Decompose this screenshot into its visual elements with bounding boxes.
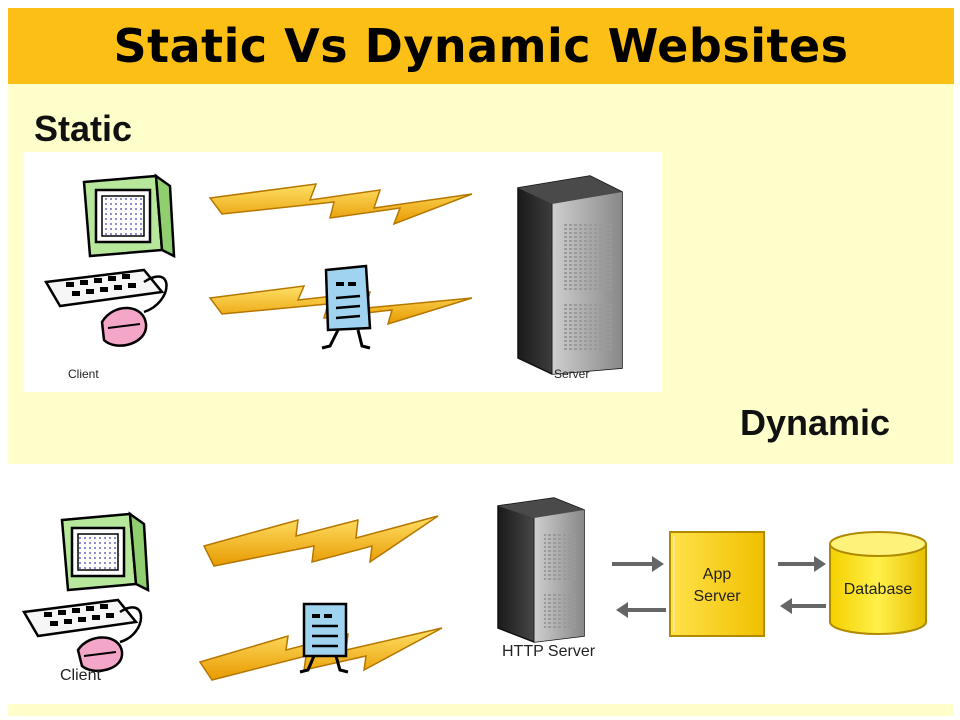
slide-title: Static Vs Dynamic Websites [113, 19, 849, 73]
app-server-label-line2: Server [693, 588, 741, 605]
title-bar: Static Vs Dynamic Websites [8, 8, 954, 84]
lightning-bolt-icon [202, 515, 439, 567]
document-icon [321, 264, 372, 350]
dynamic-diagram: Client [8, 466, 954, 704]
server-tower-icon [517, 175, 623, 375]
arrow-icon [612, 556, 664, 572]
computer-icon [21, 511, 150, 673]
arrow-icon [616, 602, 666, 618]
lightning-bolt-icon [208, 183, 473, 226]
server-tower-icon [497, 497, 585, 643]
client-label: Client [60, 667, 101, 684]
database-icon [829, 531, 927, 635]
app-server-label-line1: App [703, 566, 732, 583]
static-heading: Static [34, 108, 133, 149]
document-icon [299, 602, 349, 674]
arrow-icon [778, 556, 826, 572]
client-label: Client [68, 367, 99, 381]
static-diagram: Client [24, 152, 662, 392]
app-server-box [669, 531, 765, 637]
dynamic-heading: Dynamic [740, 402, 891, 443]
computer-icon [43, 173, 176, 347]
bottom-strip [8, 704, 954, 716]
database-label: Database [844, 581, 913, 598]
server-label: Server [554, 367, 589, 381]
arrow-icon [780, 598, 826, 614]
http-server-label: HTTP Server [502, 643, 596, 660]
